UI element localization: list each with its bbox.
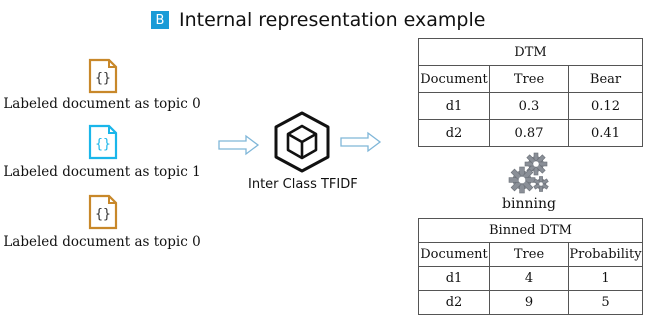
json-file-icon: {} — [88, 194, 118, 230]
table-title: DTM — [418, 38, 643, 66]
cube-icon — [274, 111, 330, 173]
table-row: d2 0.87 0.41 — [418, 119, 643, 147]
document-label: Labeled document as topic 0 — [3, 96, 201, 112]
binning-label: binning — [502, 196, 556, 212]
table-header: Probability — [568, 242, 643, 267]
table-row: d1 0.3 0.12 — [418, 92, 643, 120]
section-title: B Internal representation example — [151, 6, 485, 34]
table-header: Document — [418, 242, 490, 267]
table-cell: d2 — [418, 290, 490, 315]
binned-dtm-table: Binned DTM Document Tree Probability d1 … — [418, 218, 643, 315]
table-row: d1 4 1 — [418, 266, 643, 291]
table-header: Tree — [489, 242, 569, 267]
table-header: Document — [418, 65, 490, 93]
table-cell: 5 — [568, 290, 643, 315]
table-cell: 0.41 — [568, 119, 643, 147]
dtm-table: DTM Document Tree Bear d1 0.3 0.12 d2 0.… — [418, 38, 643, 147]
table-header: Tree — [489, 65, 569, 93]
table-cell: 9 — [489, 290, 569, 315]
section-heading: Internal representation example — [179, 9, 486, 31]
json-file-icon: {} — [88, 58, 118, 94]
arrow-right-icon — [218, 134, 260, 156]
json-file-icon: {} — [88, 124, 118, 160]
table-cell: 1 — [568, 266, 643, 291]
table-title: Binned DTM — [418, 218, 643, 243]
svg-text:{}: {} — [95, 137, 111, 152]
table-cell: 0.87 — [489, 119, 569, 147]
table-cell: 4 — [489, 266, 569, 291]
table-row: d2 9 5 — [418, 290, 643, 315]
table-cell: d1 — [418, 92, 490, 120]
svg-text:{}: {} — [95, 71, 111, 86]
table-cell: d1 — [418, 266, 490, 291]
table-header: Bear — [568, 65, 643, 93]
gears-icon — [508, 152, 549, 194]
table-cell: d2 — [418, 119, 490, 147]
table-cell: 0.12 — [568, 92, 643, 120]
arrow-right-icon — [340, 131, 382, 153]
document-label: Labeled document as topic 0 — [3, 234, 201, 250]
table-cell: 0.3 — [489, 92, 569, 120]
document-label: Labeled document as topic 1 — [3, 164, 201, 180]
svg-text:{}: {} — [95, 207, 111, 222]
section-badge: B — [151, 11, 169, 29]
process-label: Inter Class TFIDF — [248, 177, 358, 192]
